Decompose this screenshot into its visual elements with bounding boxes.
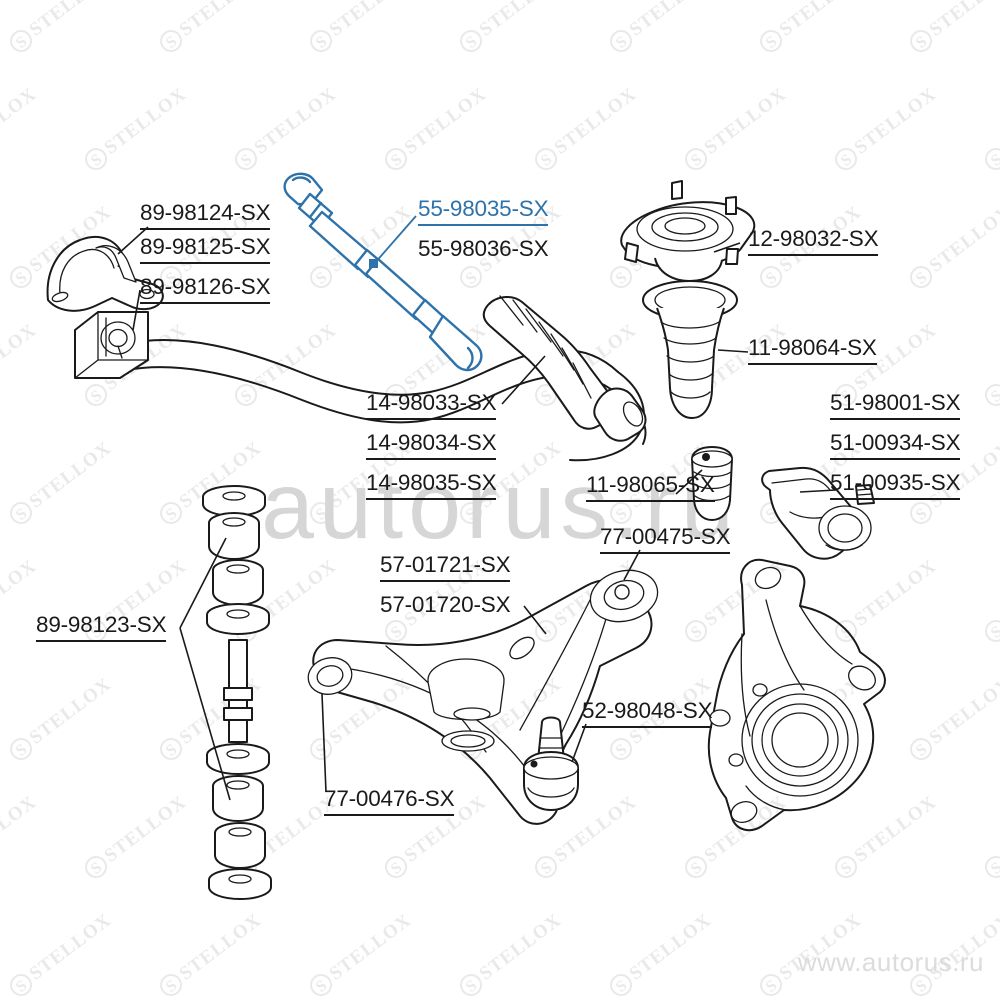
part-label-51-98001-SX[interactable]: 51-98001-SX [830, 390, 961, 420]
steering-knuckle-drawing [707, 558, 886, 832]
part-label-89-98125-SX[interactable]: 89-98125-SX [140, 234, 271, 264]
part-label-group-control-arm: 57-01721-SX 57-01720-SX [380, 552, 511, 618]
part-label-14-98033-SX[interactable]: 14-98033-SX [366, 390, 497, 420]
part-label-77-00476-SX[interactable]: 77-00476-SX [324, 786, 455, 816]
steering-rack-boot-drawing [482, 295, 647, 442]
part-label-57-01720-SX[interactable]: 57-01720-SX [380, 592, 511, 617]
bump-stop-boot-drawing [642, 280, 738, 419]
stabilizer-link-kit-drawing [202, 485, 272, 900]
tie-rod-axial-drawing-highlighted [283, 172, 483, 372]
part-label-11-98064-SX[interactable]: 11-98064-SX [748, 335, 877, 365]
part-label-89-98124-SX[interactable]: 89-98124-SX [140, 200, 271, 230]
part-label-11-98065-SX[interactable]: 11-98065-SX [586, 472, 715, 502]
footer-url-autorus: www.autorus.ru [797, 947, 984, 977]
strut-mount-drawing [620, 180, 756, 282]
stabilizer-bushing-drawing [74, 311, 149, 379]
part-label-12-98032-SX[interactable]: 12-98032-SX [748, 226, 879, 256]
part-label-group-stabilizer-bushings: 89-98125-SX 89-98126-SX [140, 234, 271, 304]
stabilizer-bracket-drawing [46, 235, 164, 312]
ball-joint-drawing [523, 716, 579, 811]
part-label-group-steering-boot: 14-98033-SX 14-98034-SX 14-98035-SX [366, 390, 497, 500]
part-label-77-00475-SX[interactable]: 77-00475-SX [600, 524, 731, 554]
control-arm-drawing [307, 569, 659, 825]
part-label-89-98126-SX[interactable]: 89-98126-SX [140, 274, 271, 304]
part-label-55-98036-SX[interactable]: 55-98036-SX [418, 236, 549, 261]
part-label-14-98035-SX[interactable]: 14-98035-SX [366, 470, 497, 500]
part-label-89-98123-SX[interactable]: 89-98123-SX [36, 612, 167, 642]
part-label-51-00935-SX[interactable]: 51-00935-SX [830, 470, 961, 500]
part-label-group-tie-rod: 55-98035-SX 55-98036-SX [418, 196, 549, 262]
part-label-group-tie-rod-end: 51-98001-SX 51-00934-SX 51-00935-SX [830, 390, 961, 500]
part-label-55-98035-SX[interactable]: 55-98035-SX [418, 196, 549, 226]
part-label-51-00934-SX[interactable]: 51-00934-SX [830, 430, 961, 460]
part-label-14-98034-SX[interactable]: 14-98034-SX [366, 430, 497, 460]
part-label-52-98048-SX[interactable]: 52-98048-SX [582, 698, 713, 728]
part-label-57-01721-SX[interactable]: 57-01721-SX [380, 552, 511, 582]
